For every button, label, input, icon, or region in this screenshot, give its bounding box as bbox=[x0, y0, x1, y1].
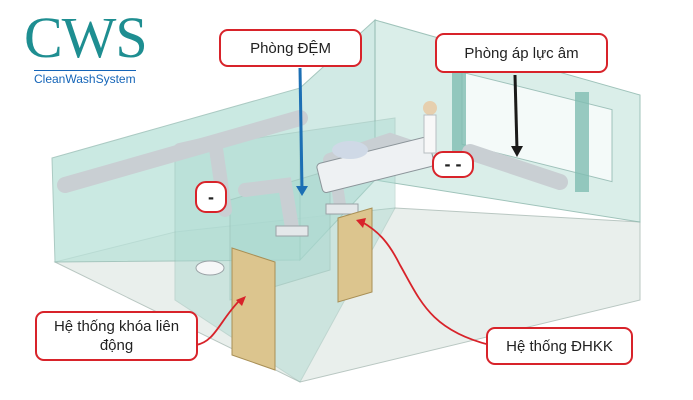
toilet bbox=[195, 260, 225, 276]
patient bbox=[332, 141, 368, 159]
label-anteroom: Phòng ĐỆM bbox=[219, 29, 362, 67]
nurse bbox=[423, 101, 437, 115]
nurse-body bbox=[423, 114, 437, 154]
logo-tagline: CleanWashSystem bbox=[34, 70, 136, 86]
curtain-left bbox=[452, 62, 466, 160]
label-interlock-system: Hệ thống khóa liên động bbox=[35, 311, 198, 361]
arrow-interlock bbox=[195, 299, 241, 346]
label-negative-pressure-room: Phòng áp lực âm bbox=[435, 33, 608, 73]
logo-mark: CWS bbox=[24, 5, 148, 70]
entrance-door bbox=[231, 247, 276, 371]
duct-branch-2 bbox=[238, 177, 299, 235]
label-hvac-system: Hệ thống ĐHKK bbox=[486, 327, 633, 365]
inner-door bbox=[337, 207, 373, 303]
diffuser-1 bbox=[275, 225, 309, 237]
diffuser-2 bbox=[325, 203, 359, 215]
arrow-hvac bbox=[361, 221, 491, 346]
arrow-negative-room-head bbox=[511, 146, 523, 157]
curtain-right bbox=[575, 92, 589, 192]
duct-right bbox=[462, 144, 568, 190]
arrow-interlock-head bbox=[236, 296, 246, 306]
cws-logo: CWS CleanWashSystem bbox=[24, 5, 174, 87]
arrow-negative-room bbox=[513, 74, 519, 151]
arrow-anteroom-head bbox=[296, 186, 308, 196]
arrow-anteroom bbox=[298, 67, 304, 191]
arrow-hvac-head bbox=[356, 218, 366, 228]
pressure-anteroom-badge: - bbox=[195, 181, 227, 213]
pressure-room-badge: - - bbox=[432, 151, 474, 178]
